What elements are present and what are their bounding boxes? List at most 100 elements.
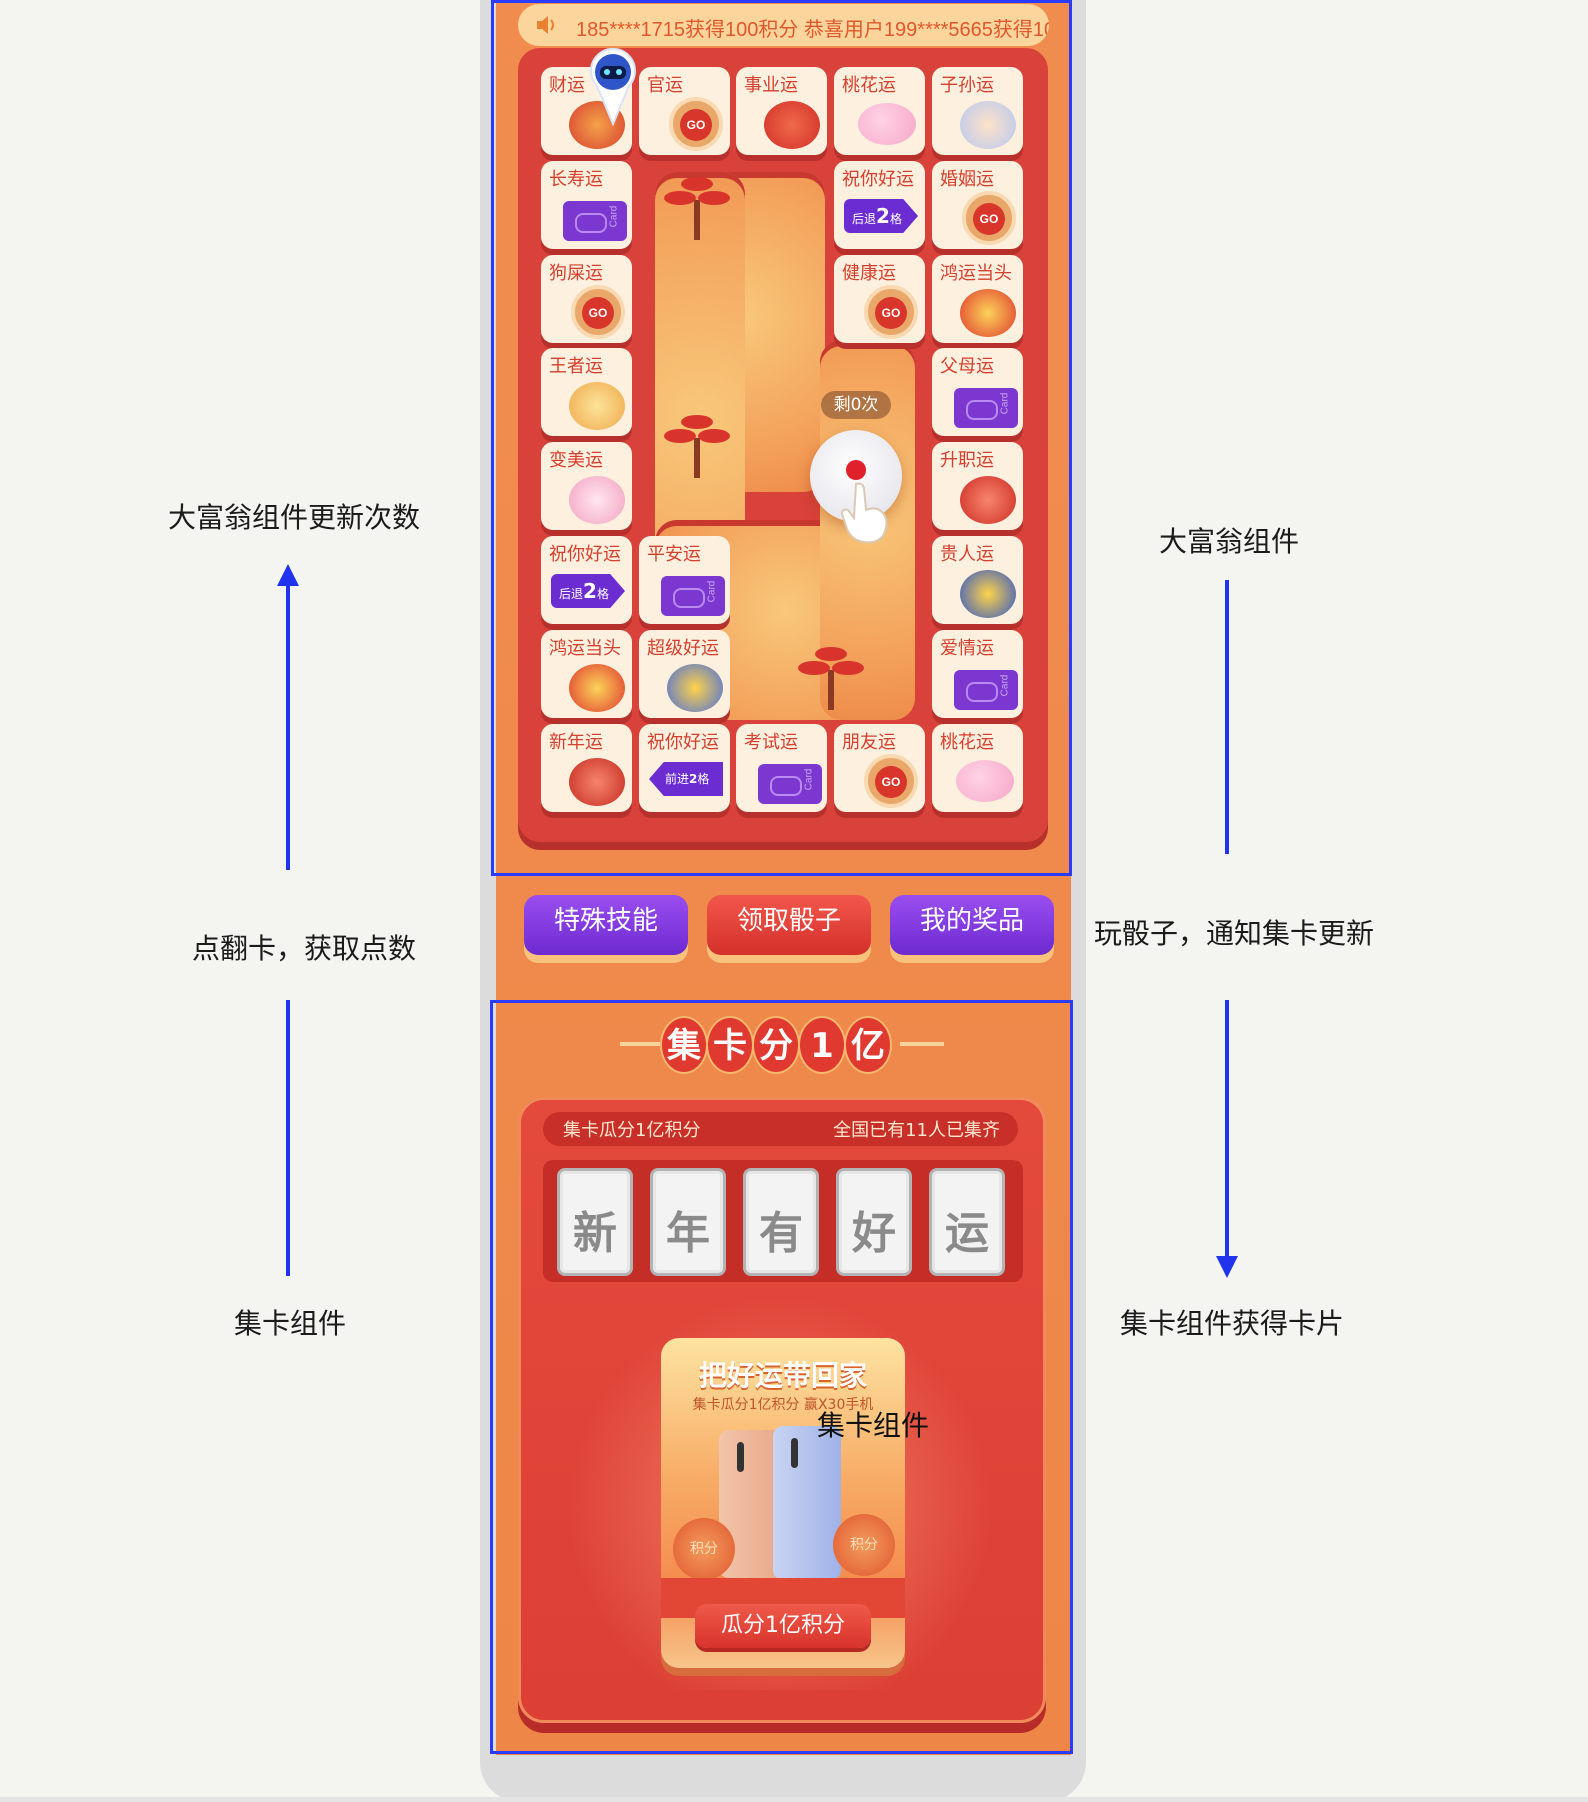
card-icon: [954, 670, 1018, 710]
pointer-hand-icon: [840, 482, 888, 544]
speaker-icon: [537, 16, 554, 34]
share-points-button[interactable]: 瓜分1亿积分: [695, 1604, 871, 1648]
flip-card[interactable]: 运: [929, 1168, 1005, 1276]
cell-label: 桃花运: [842, 75, 896, 96]
cell-label: 祝你好运: [549, 544, 621, 565]
collection-info-bar: 集卡瓜分1亿积分 全国已有11人已集齐: [543, 1112, 1018, 1146]
arrow-unit: 格: [889, 212, 902, 226]
cell-label: 健康运: [842, 263, 896, 284]
go-icon: [571, 285, 625, 339]
board-cell: 鸿运当头: [541, 630, 632, 718]
flip-card[interactable]: 有: [743, 1168, 819, 1276]
board-cell: 爱情运: [932, 630, 1023, 718]
arrow-steps: 2: [583, 579, 597, 603]
collection-info-left: 集卡瓜分1亿积分: [563, 1120, 701, 1141]
card-char: 有: [759, 1208, 803, 1259]
board-cell: 升职运: [932, 442, 1023, 530]
cell-label: 财运: [549, 75, 585, 96]
flip-card[interactable]: 新: [557, 1168, 633, 1276]
ticker-bar: 185****1715获得100积分 恭喜用户199****5665获得10: [518, 4, 1049, 46]
title-char: 亿: [844, 1016, 892, 1074]
card-icon: [563, 201, 627, 241]
special-skill-button[interactable]: 特殊技能: [524, 895, 688, 955]
cell-label: 朋友运: [842, 732, 896, 753]
robot-icon: [960, 570, 1016, 618]
lucky-tag-icon: [764, 101, 820, 149]
prize-title: 把好运带回家: [698, 1359, 867, 1392]
card-char: 新: [573, 1208, 617, 1259]
cell-label: 王者运: [549, 356, 603, 377]
title-char: 分: [752, 1016, 800, 1074]
title-char: 1: [798, 1016, 846, 1074]
flip-card[interactable]: 年: [650, 1168, 726, 1276]
card-char: 年: [666, 1208, 710, 1259]
board-cell: 考试运: [736, 724, 827, 812]
crown-icon: [569, 382, 625, 430]
annotation-right-mid: 玩骰子，通知集卡更新: [1094, 917, 1375, 950]
tree-icon: [664, 415, 730, 478]
tree-icon: [798, 647, 864, 710]
dice-button[interactable]: [810, 430, 902, 522]
board-cell: 新年运: [541, 724, 632, 812]
board-cell: 祝你好运后退2格: [541, 536, 632, 624]
board-cell: 桃花运: [834, 67, 925, 155]
card-char: 运: [945, 1208, 989, 1259]
prize-subtitle: 集卡瓜分1亿积分 赢X30手机: [692, 1397, 874, 1413]
board-cell: 健康运: [834, 255, 925, 343]
cell-label: 鸿运当头: [549, 638, 621, 659]
board-cell: 王者运: [541, 348, 632, 436]
annotation-left-bottom: 集卡组件: [234, 1307, 347, 1340]
board-cell: 变美运: [541, 442, 632, 530]
connector-right-bottom: [1225, 1000, 1229, 1256]
board-cell: 狗屎运: [541, 255, 632, 343]
get-dice-button[interactable]: 领取骰子: [707, 895, 871, 955]
arrow-action: 后退: [559, 587, 584, 601]
peach-blossom-icon: [956, 760, 1014, 802]
cell-label: 考试运: [744, 732, 798, 753]
cell-label: 狗屎运: [549, 263, 603, 284]
cell-label: 鸿运当头: [940, 263, 1012, 284]
card-icon: [661, 576, 725, 616]
cell-label: 升职运: [940, 450, 994, 471]
cell-label: 婚姻运: [940, 169, 994, 190]
cell-label: 平安运: [647, 544, 701, 565]
collection-info-right: 全国已有11人已集齐: [833, 1120, 1000, 1141]
go-icon: [864, 285, 918, 339]
title-line-left: [620, 1042, 660, 1046]
card-icon: [954, 388, 1018, 428]
arrow-steps: 2: [876, 204, 890, 228]
go-icon: [669, 97, 723, 151]
arrow-action: 后退: [852, 212, 877, 226]
robot-pin-icon: [590, 47, 636, 126]
my-prizes-button[interactable]: 我的奖品: [890, 895, 1054, 955]
baby-icon: [960, 101, 1016, 149]
arrow-down-right: [1216, 1256, 1238, 1278]
cell-label: 祝你好运: [647, 732, 719, 753]
board-cell: 事业运: [736, 67, 827, 155]
cell-label: 贵人运: [940, 544, 994, 565]
connector-left-bottom: [286, 1000, 290, 1276]
firecracker-icon: [569, 758, 625, 806]
arrow-unit: 格: [596, 587, 609, 601]
board-cell: 长寿运: [541, 161, 632, 249]
peach-blossom-icon: [858, 103, 916, 145]
camera-icon: [737, 1442, 744, 1472]
back-arrow-icon: 后退2格: [551, 574, 625, 608]
remaining-count-badge: 剩0次: [821, 391, 891, 419]
phone-image: [773, 1426, 841, 1580]
flip-card[interactable]: 好: [836, 1168, 912, 1276]
board-cell: 婚姻运: [932, 161, 1023, 249]
cell-label: 祝你好运: [842, 169, 914, 190]
prize-card: 把好运带回家 集卡瓜分1亿积分 赢X30手机 积分 积分 瓜分1亿积分: [661, 1338, 905, 1668]
back-arrow-icon: 后退2格: [844, 199, 918, 233]
arrow-action: 前进: [665, 772, 690, 786]
annotation-overlay: 集卡组件: [817, 1409, 930, 1442]
annotation-right-top: 大富翁组件: [1159, 525, 1300, 558]
camera-icon: [791, 1438, 798, 1468]
board-cell: 鸿运当头: [932, 255, 1023, 343]
pinwheel-icon: [667, 664, 723, 712]
cell-label: 变美运: [549, 450, 603, 471]
board-cell: 父母运: [932, 348, 1023, 436]
highlight-card-component: [490, 1000, 1073, 1754]
bottom-strip: [0, 1797, 1588, 1802]
